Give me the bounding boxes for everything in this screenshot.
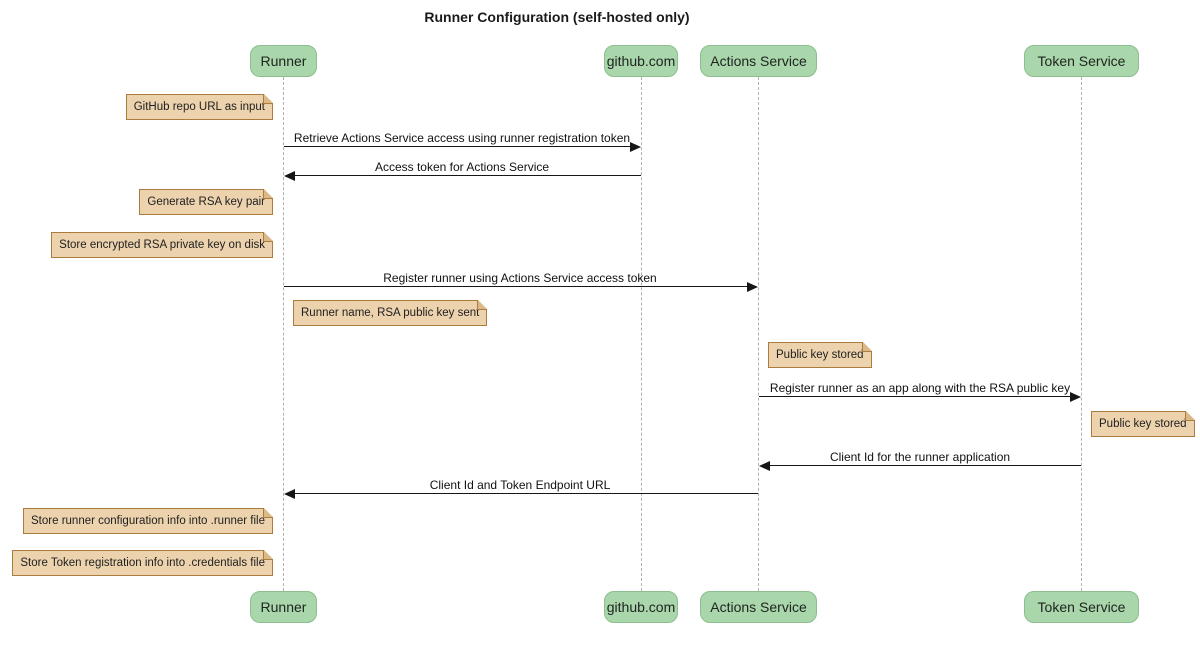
arrowhead-left-icon — [759, 461, 770, 471]
message-line — [759, 396, 1072, 397]
note: Public key stored — [1091, 411, 1195, 437]
folded-corner-icon — [861, 342, 872, 352]
message-label: Client Id for the runner application — [829, 450, 1011, 464]
lifeline-actions-service — [758, 77, 759, 591]
message-line — [284, 286, 749, 287]
arrowhead-left-icon — [284, 489, 295, 499]
participant-runner-bottom: Runner — [250, 591, 317, 623]
folded-corner-icon — [477, 300, 488, 310]
message-label: Register runner using Actions Service ac… — [383, 271, 657, 285]
participant-actions-service-top: Actions Service — [700, 45, 817, 77]
note: GitHub repo URL as input — [125, 94, 273, 120]
note-text: Store runner configuration info into .ru… — [31, 515, 265, 527]
arrowhead-right-icon — [747, 282, 758, 292]
arrowhead-left-icon — [284, 171, 295, 181]
folded-corner-icon — [263, 232, 273, 242]
note: Store encrypted RSA private key on disk — [51, 232, 273, 258]
lifeline-token-service — [1081, 77, 1082, 591]
note: Runner name, RSA public key sent — [293, 300, 488, 326]
message-label: Access token for Actions Service — [374, 160, 550, 174]
note-text: Public key stored — [776, 349, 864, 361]
note: Generate RSA key pair — [139, 189, 273, 215]
diagram-title: Runner Configuration (self-hosted only) — [424, 9, 690, 25]
participant-label: Actions Service — [710, 53, 807, 69]
note-text: Runner name, RSA public key sent — [301, 307, 480, 319]
note-text: Generate RSA key pair — [147, 196, 265, 208]
participant-actions-service-bottom: Actions Service — [700, 591, 817, 623]
folded-corner-icon — [263, 550, 273, 560]
participant-label: Actions Service — [710, 599, 807, 615]
participant-label: Runner — [260, 53, 307, 69]
message-label: Client Id and Token Endpoint URL — [429, 478, 611, 492]
folded-corner-icon — [263, 94, 273, 104]
message-label: Register runner as an app along with the… — [769, 381, 1071, 395]
lifeline-runner — [283, 77, 284, 591]
participant-label: github.com — [606, 53, 676, 69]
participant-label: Token Service — [1037, 599, 1126, 615]
participant-token-service-bottom: Token Service — [1024, 591, 1139, 623]
arrowhead-right-icon — [1070, 392, 1081, 402]
participant-label: Token Service — [1037, 53, 1126, 69]
note-text: Store encrypted RSA private key on disk — [59, 239, 265, 251]
arrowhead-right-icon — [630, 142, 641, 152]
participant-token-service-top: Token Service — [1024, 45, 1139, 77]
message-line — [770, 465, 1081, 466]
note-text: GitHub repo URL as input — [133, 101, 265, 113]
message-label: Retrieve Actions Service access using ru… — [293, 131, 631, 145]
message-line — [295, 175, 641, 176]
participant-github-top: github.com — [604, 45, 678, 77]
message-line — [295, 493, 758, 494]
participant-runner-top: Runner — [250, 45, 317, 77]
message-line — [284, 146, 632, 147]
folded-corner-icon — [263, 189, 273, 199]
participant-github-bottom: github.com — [604, 591, 678, 623]
note: Store Token registration info into .cred… — [12, 550, 273, 576]
folded-corner-icon — [263, 508, 273, 518]
note-text: Store Token registration info into .cred… — [20, 557, 265, 569]
lifeline-github — [641, 77, 642, 591]
participant-label: github.com — [606, 599, 676, 615]
folded-corner-icon — [1184, 411, 1195, 421]
note-text: Public key stored — [1099, 418, 1187, 430]
note: Store runner configuration info into .ru… — [23, 508, 273, 534]
participant-label: Runner — [260, 599, 307, 615]
note: Public key stored — [768, 342, 872, 368]
